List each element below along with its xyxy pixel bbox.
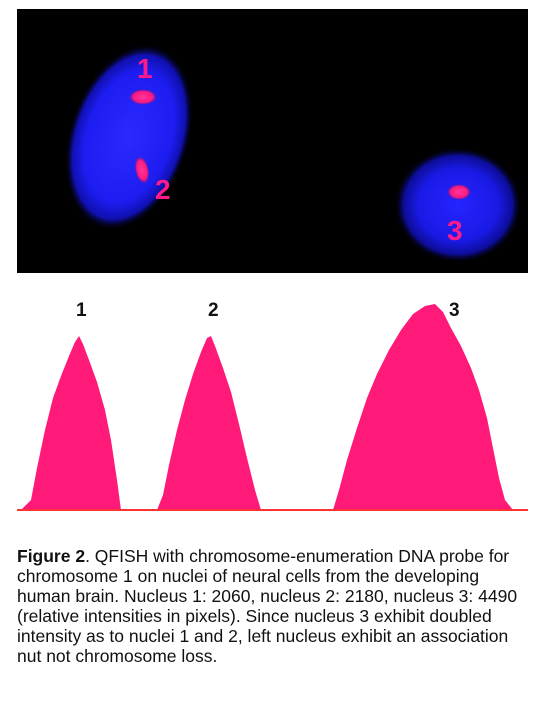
- peak-label-1: 1: [76, 300, 87, 321]
- fluorescence-micrograph: 1 2 3: [17, 9, 528, 273]
- figure-caption: Figure 2. QFISH with chromosome-enumerat…: [17, 546, 522, 666]
- nucleus-label-1: 1: [137, 53, 153, 84]
- nucleus-right: [394, 147, 522, 263]
- nucleus-label-2: 2: [155, 174, 171, 205]
- caption-text: . QFISH with chromosome-enumeration DNA …: [17, 546, 518, 666]
- micrograph-image: [64, 43, 522, 263]
- signal-3: [447, 184, 471, 200]
- figure-label: Figure 2: [17, 546, 86, 566]
- peak-label-2: 2: [208, 300, 219, 321]
- profile-peak-2: [157, 336, 261, 510]
- profile-peak-1: [21, 336, 121, 510]
- profile-peak-3: [333, 304, 513, 510]
- nucleus-left: [64, 43, 194, 231]
- peak-label-3: 3: [449, 300, 460, 321]
- nucleus-label-3: 3: [447, 215, 463, 246]
- signal-2: [134, 156, 150, 184]
- intensity-profiles: 1 2 3: [17, 290, 528, 520]
- signal-1: [129, 89, 157, 105]
- intensity-profile-chart: [17, 304, 528, 511]
